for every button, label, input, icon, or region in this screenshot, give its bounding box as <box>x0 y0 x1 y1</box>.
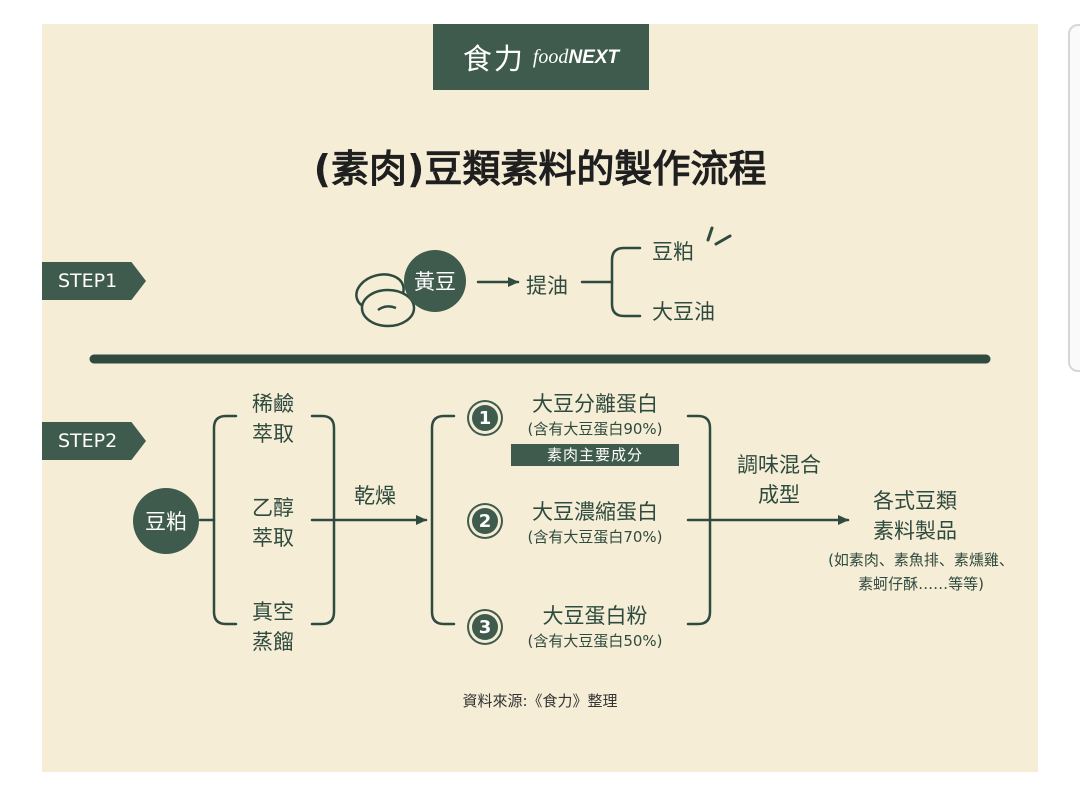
page-title: (素肉)豆類素料的製作流程 <box>313 147 767 191</box>
product-number-2: 2 <box>472 508 498 534</box>
highlight-spark-icon <box>706 226 732 246</box>
logo-zh: 食力 <box>462 42 525 76</box>
product-note-2: (含有大豆蛋白70%) <box>527 528 663 546</box>
extraction-ethanol: 乙醇萃取 <box>252 496 294 550</box>
soybean-icon <box>355 273 416 328</box>
mixing-label: 調味混合成型 <box>737 453 821 507</box>
product-name-1: 大豆分離蛋白 <box>532 392 658 416</box>
soybean-meal-output: 豆粕 <box>652 240 694 264</box>
product-note-1: (含有大豆蛋白90%) <box>527 420 663 438</box>
soybean-oil-output: 大豆油 <box>652 300 715 324</box>
drying-label: 乾燥 <box>354 484 396 508</box>
product-number-1: 1 <box>472 405 498 431</box>
final-products: 各式豆類素料製品 <box>873 489 957 543</box>
product-name-3: 大豆蛋白粉 <box>542 604 648 628</box>
foodnext-logo: 食力 foodNEXT <box>433 24 649 90</box>
scrollbar[interactable] <box>1068 24 1080 372</box>
oil-extraction-label: 提油 <box>526 274 568 298</box>
soybean-node: 黃豆 <box>404 250 466 312</box>
extraction-vacuum: 真空蒸餾 <box>252 600 294 654</box>
final-products-examples: (如素肉、素魚排、素燻雞、素蚵仔酥……等等) <box>828 551 1014 593</box>
product-number-3: 3 <box>472 614 498 640</box>
source-note: 資料來源:《食力》整理 <box>462 692 618 710</box>
extraction-alkali: 稀鹼萃取 <box>252 392 294 446</box>
soybean-meal-node: 豆粕 <box>133 488 199 554</box>
infographic-card <box>42 24 1038 772</box>
step2-tag: STEP2 <box>42 422 146 460</box>
main-ingredient-badge: 素肉主要成分 <box>511 444 679 466</box>
step1-tag: STEP1 <box>42 262 146 300</box>
logo-en: foodNEXT <box>532 45 620 68</box>
product-name-2: 大豆濃縮蛋白 <box>532 500 658 524</box>
product-note-3: (含有大豆蛋白50%) <box>527 632 663 650</box>
